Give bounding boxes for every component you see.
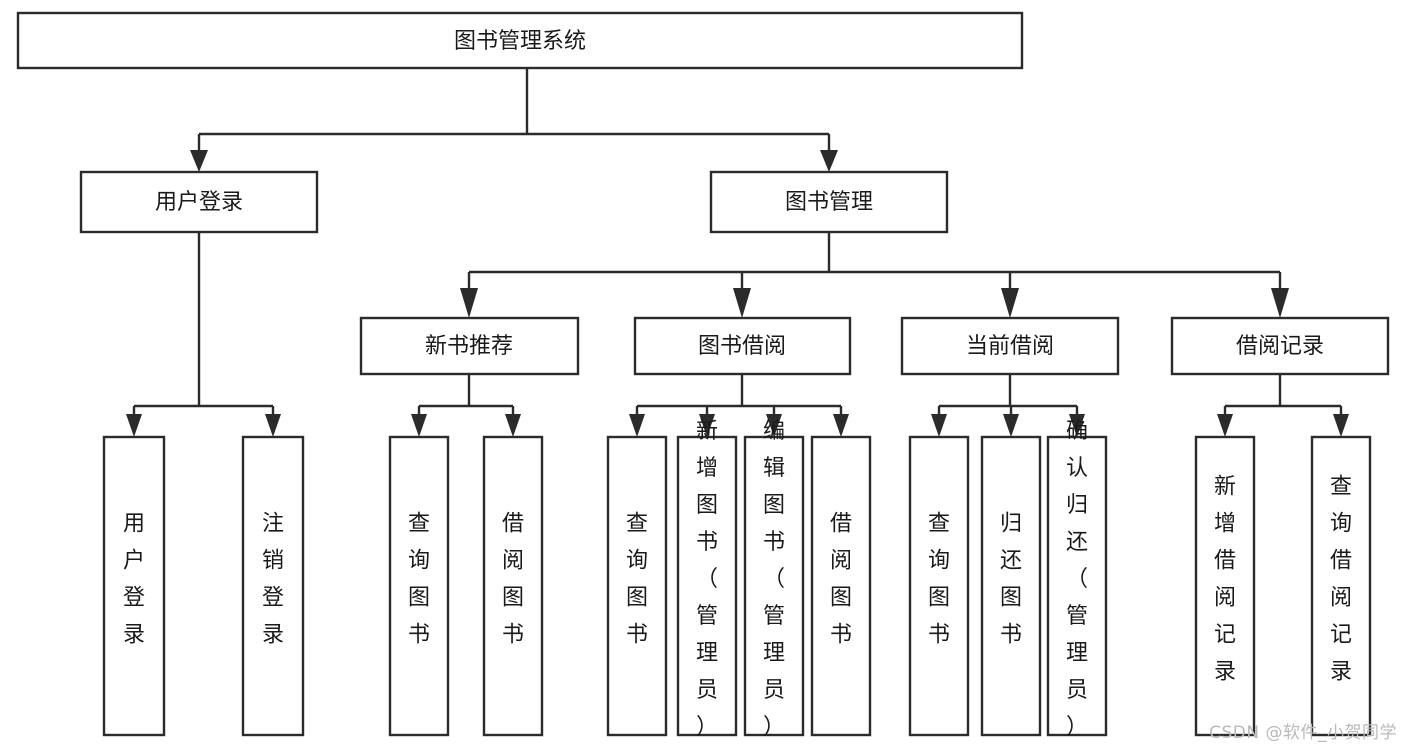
leaf-bookborrow-borrow-book[interactable] [810,435,872,737]
leaf-label-borrowrecord-query-record: 查询借阅记录 [1330,475,1352,685]
arrow-head-newbook-leaf-2 [505,414,521,437]
leaf-borrowrecord-query-record[interactable] [1310,435,1372,737]
leaf-borrowrecord-add-record[interactable] [1194,435,1256,737]
node-book-borrow-label: 图书借阅 [698,334,786,359]
leaf-label-currentborrow-confirm: 确认归还（管理员） [1066,419,1088,740]
arrow-head-user-login [190,150,208,172]
arrow-head-currentborrow-leaf-2 [1003,414,1019,437]
node-book-borrow[interactable]: 图书借阅 [633,316,852,376]
leaf-currentborrow-query-book[interactable] [908,435,970,737]
leaf-label-bookborrow-edit-book: 编辑图书（管理员） [763,419,785,740]
leaf-label-logout: 注销登录 [262,512,284,648]
leaf-label-newbook-query-book: 查询图书 [408,512,430,648]
node-borrow-record[interactable]: 借阅记录 [1170,316,1390,376]
arrow-head-bookborrow-leaf-2 [699,414,715,437]
leaf-bookborrow-add-book[interactable] [676,435,738,737]
leaf-label-layer: 用户登录 注销登录 查询图书 借阅图书 查询图书 新增图书（管理员） 编辑图书（… [123,419,1352,740]
leaf-label-newbook-borrow-book: 借阅图书 [502,512,524,648]
leaf-newbook-query-book[interactable] [388,435,450,737]
node-root-label: 图书管理系统 [454,29,586,54]
node-current-borrow-label: 当前借阅 [966,334,1054,359]
leaf-label-bookborrow-borrow-book: 借阅图书 [830,512,852,648]
arrow-head-bookborrow-leaf-4 [833,414,849,437]
arrow-head-book-borrow [733,288,751,318]
arrow-head-borrowrecord-leaf-1 [1217,414,1233,437]
connector-layer [126,68,1349,437]
leaf-user-login[interactable] [102,435,166,737]
node-new-book-recommend-label: 新书推荐 [425,334,513,359]
arrow-head-currentborrow-leaf-1 [931,414,947,437]
arrow-head-currentborrow-leaf-3 [1069,414,1085,437]
leaf-label-bookborrow-add-book: 新增图书（管理员） [696,419,718,740]
node-user-login-label: 用户登录 [155,190,243,215]
leaf-currentborrow-return-book[interactable] [980,435,1042,737]
leaf-bookborrow-query-book[interactable] [606,435,668,737]
csdn-watermark: CSDN @软件_小贺同学 [1209,723,1397,743]
node-borrow-record-label: 借阅记录 [1236,334,1324,359]
leaf-label-borrowrecord-add-record: 新增借阅记录 [1214,475,1236,685]
leaf-label-bookborrow-query-book: 查询图书 [626,512,648,648]
arrow-head-new-book [460,288,478,318]
leaf-label-currentborrow-return-book: 归还图书 [1000,512,1022,648]
node-new-book-recommend[interactable]: 新书推荐 [359,316,580,376]
leaf-logout[interactable] [241,435,305,737]
arrow-head-borrowrecord-leaf-2 [1333,414,1349,437]
arrow-head-newbook-leaf-1 [411,414,427,437]
node-user-login[interactable]: 用户登录 [79,170,319,234]
node-root[interactable]: 图书管理系统 [16,11,1024,70]
node-book-management-label: 图书管理 [785,190,873,215]
arrow-head-borrow-record [1271,288,1289,318]
leaf-bookborrow-edit-book[interactable] [743,435,805,737]
node-current-borrow[interactable]: 当前借阅 [900,316,1120,376]
node-book-management[interactable]: 图书管理 [709,170,949,234]
arrow-head-bookborrow-leaf-1 [629,414,645,437]
arrow-head-leaf-logout [265,414,281,437]
leaf-newbook-borrow-book[interactable] [482,435,544,737]
leaf-label-currentborrow-query-book: 查询图书 [928,512,950,648]
arrow-head-current-borrow [1001,288,1019,318]
leaf-label-user-login: 用户登录 [123,512,145,648]
leaf-currentborrow-confirm-return[interactable] [1046,435,1108,737]
arrow-head-bookborrow-leaf-3 [766,414,782,437]
arrow-head-book-mgmt [820,150,838,172]
arrow-head-leaf-user-login [126,414,142,437]
